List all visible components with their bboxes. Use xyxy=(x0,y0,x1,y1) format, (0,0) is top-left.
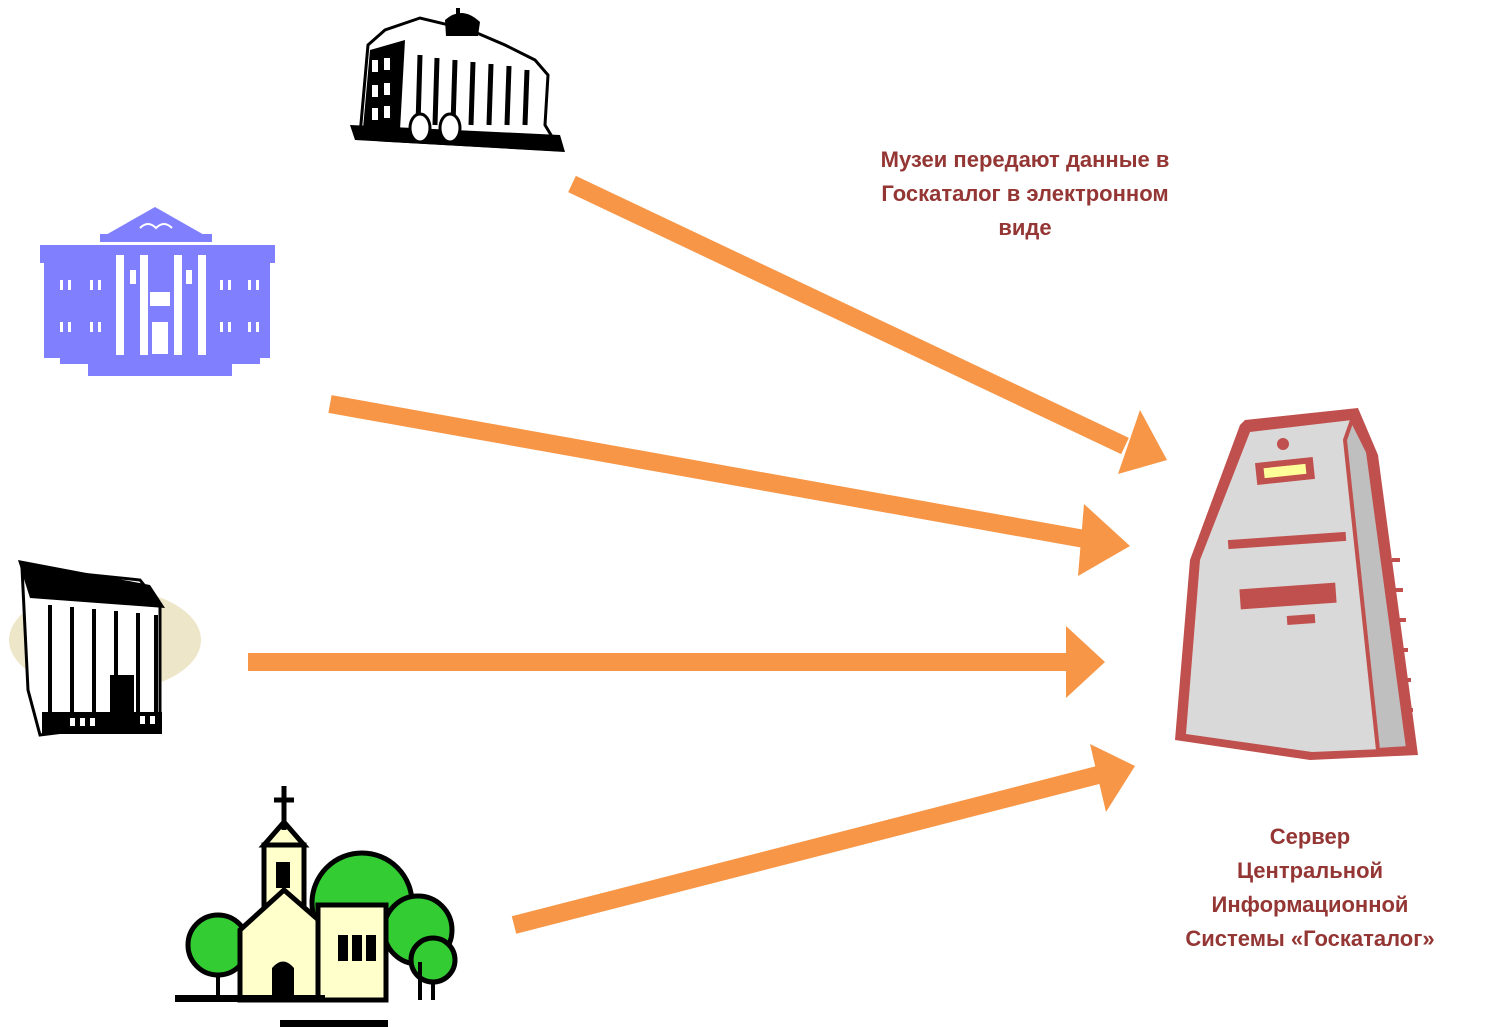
arrow-upper-middle xyxy=(328,395,1130,576)
caption-line: виде xyxy=(998,215,1052,240)
server-label-line: Системы «Госкаталог» xyxy=(1185,926,1435,951)
server-label-line: Центральной xyxy=(1236,858,1384,883)
arrow-top xyxy=(568,175,1167,474)
arrow-lower-middle xyxy=(248,626,1105,698)
caption-line: Госкаталог в электронном xyxy=(881,181,1169,206)
caption-text: Музеи передают данные в Госкаталог в эле… xyxy=(815,143,1235,245)
server-label: Сервер Центральной Информационной Систем… xyxy=(1140,820,1480,956)
server-icon xyxy=(1175,408,1418,760)
church-icon xyxy=(175,786,458,1027)
columned-building-icon xyxy=(40,207,275,376)
caption-line: Музеи передают данные в xyxy=(880,147,1170,172)
building-icon xyxy=(350,8,565,152)
arrows xyxy=(248,175,1167,934)
server-label-line: Сервер xyxy=(1269,824,1351,849)
arrow-bottom xyxy=(511,744,1135,934)
old-building-icon xyxy=(9,560,201,737)
server-label-line: Информационной xyxy=(1211,892,1409,917)
